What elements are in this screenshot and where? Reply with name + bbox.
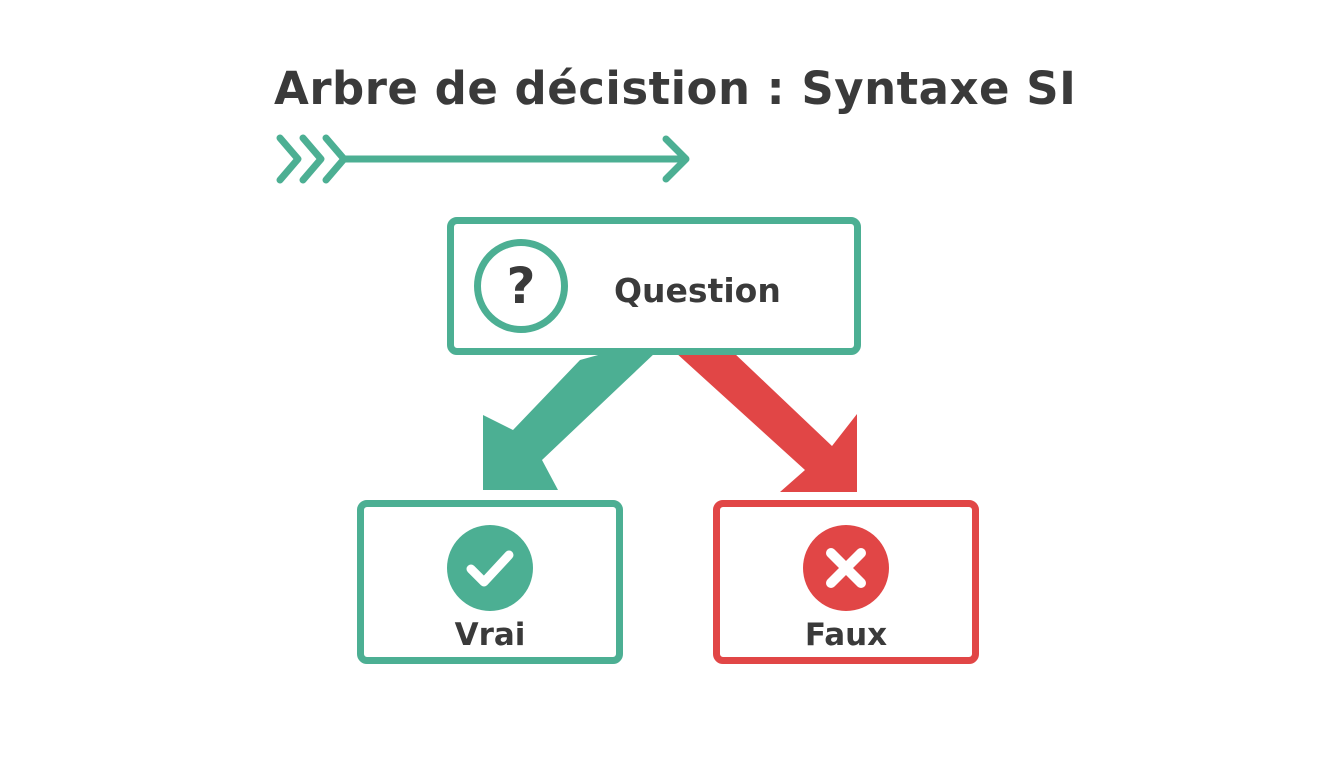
question-node: ? Question [447, 217, 861, 355]
true-outcome-label: Vrai [454, 617, 526, 653]
question-mark-icon: ? [474, 239, 568, 333]
cross-icon [803, 525, 889, 611]
false-outcome-label: Faux [804, 617, 888, 653]
header-arrow-icon [276, 134, 690, 184]
false-branch-arrow [675, 352, 857, 492]
diagram-title: Arbre de décistion : Syntaxe SI [274, 62, 1077, 115]
false-outcome-node: Faux [713, 500, 979, 664]
check-icon [447, 525, 533, 611]
question-label: Question [614, 271, 781, 310]
true-branch-arrow [483, 352, 656, 490]
true-outcome-node: Vrai [357, 500, 623, 664]
